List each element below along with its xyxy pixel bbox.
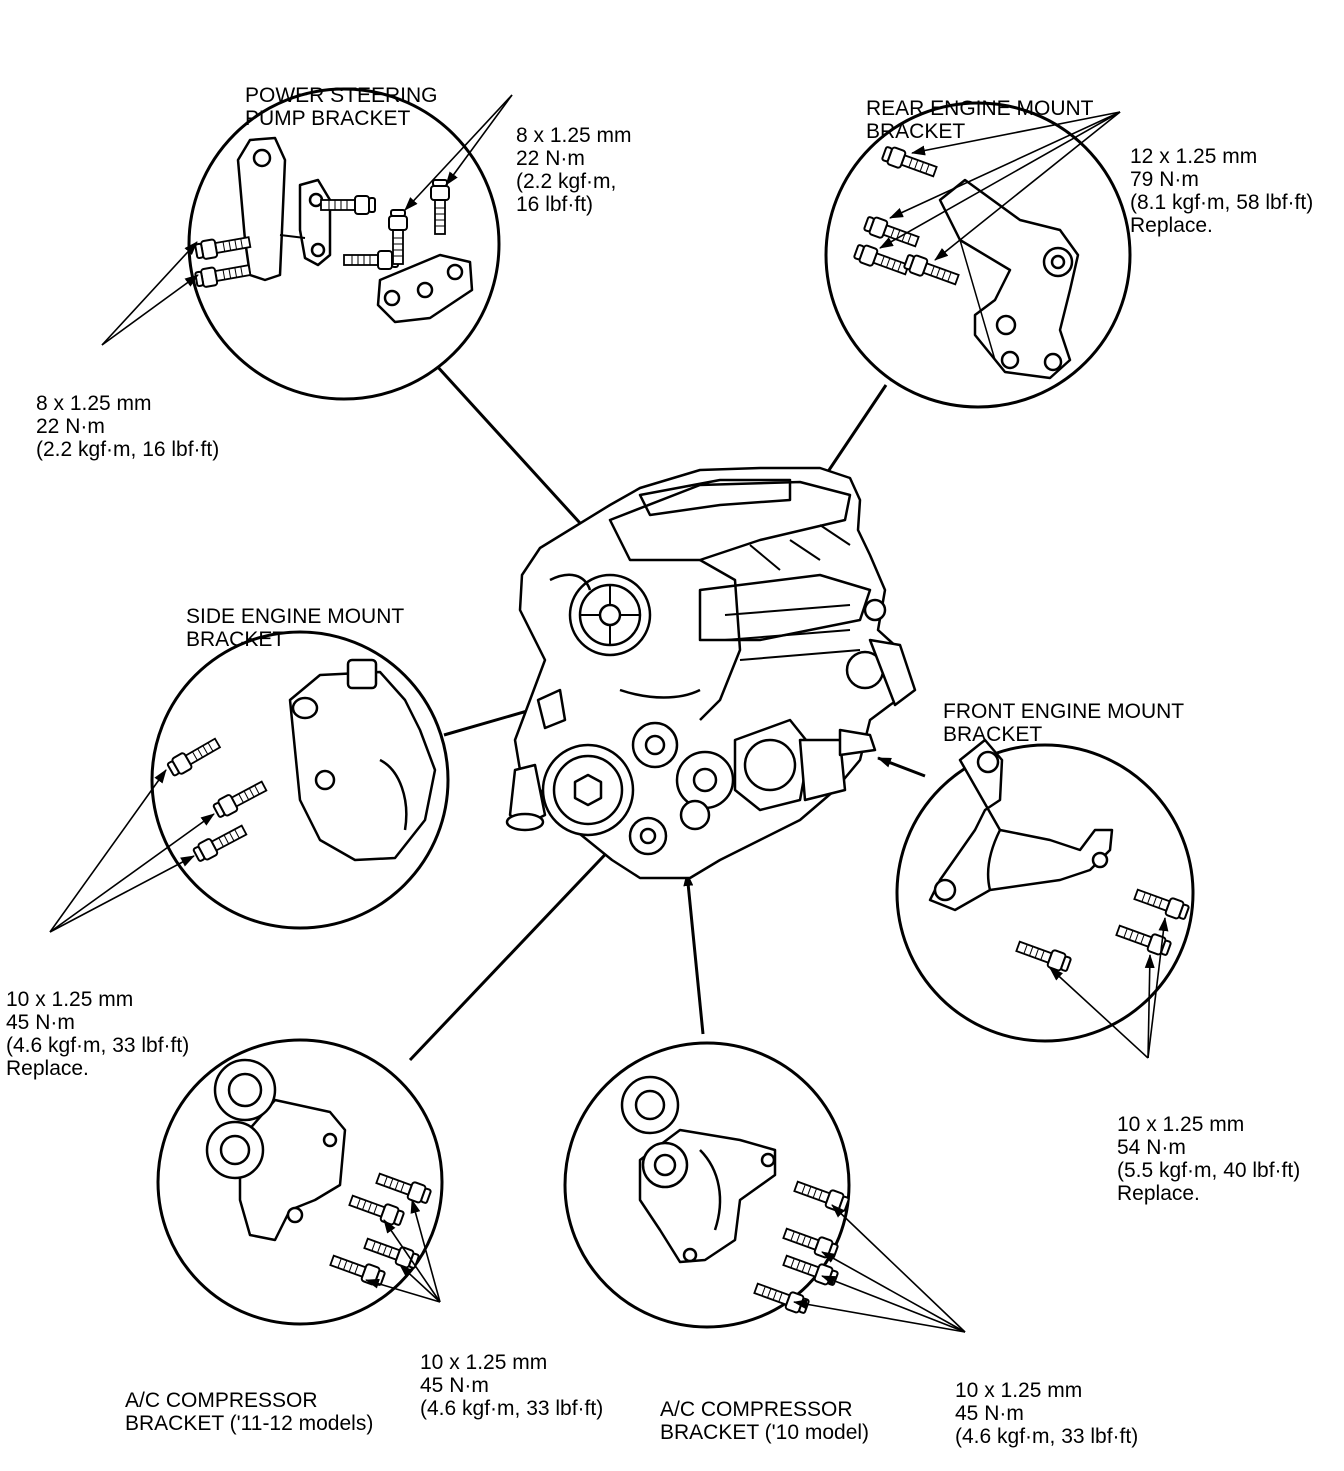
front-mount-part bbox=[928, 738, 1114, 912]
side-arrows bbox=[49, 769, 215, 933]
front-mount-circle bbox=[895, 743, 1195, 1043]
ac10-arrows bbox=[793, 1204, 966, 1333]
ac-10-part bbox=[620, 1075, 777, 1264]
rear-arrows bbox=[879, 111, 1121, 261]
ac-1112-part bbox=[205, 1058, 347, 1242]
rear-mount-part bbox=[938, 178, 1080, 380]
engine-bracket-diagram bbox=[49, 87, 1195, 1333]
front-arrows bbox=[1049, 917, 1169, 1059]
ps-arrows bbox=[101, 94, 513, 346]
engine-assembly bbox=[505, 466, 917, 880]
ps-bracket-part bbox=[236, 136, 474, 324]
ac1112-arrows bbox=[365, 1199, 441, 1303]
side-mount-part bbox=[288, 658, 437, 862]
